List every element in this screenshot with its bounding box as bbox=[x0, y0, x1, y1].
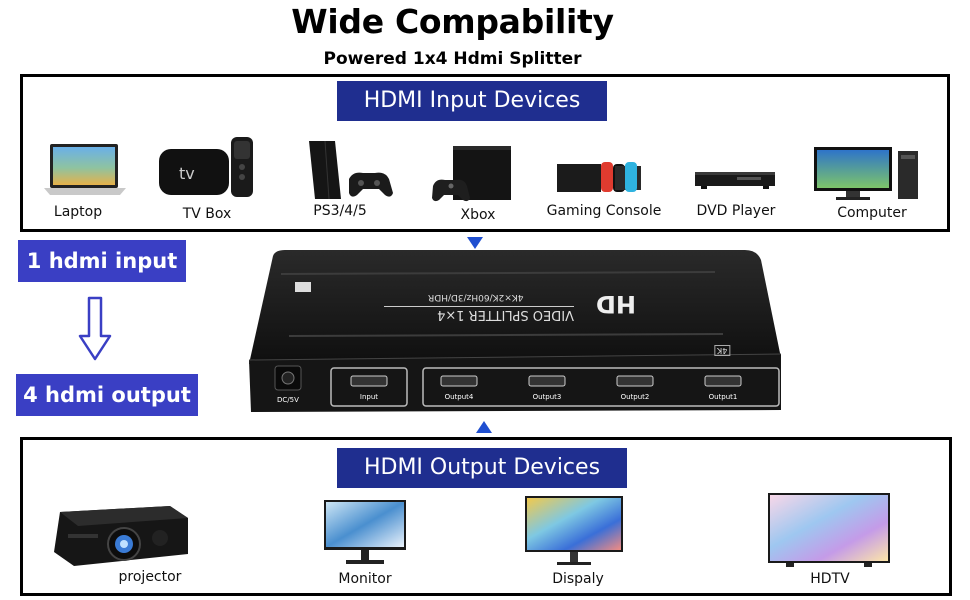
up-arrow-icon bbox=[475, 420, 493, 439]
port-label-input: Input bbox=[359, 393, 379, 401]
playstation-icon bbox=[305, 139, 395, 201]
page-title: Wide Compability bbox=[291, 2, 614, 41]
tv-box-icon: tv bbox=[157, 135, 257, 199]
computer-icon bbox=[812, 145, 922, 201]
power-port-label: DC/5V bbox=[277, 396, 299, 404]
device-label-display: Dispaly bbox=[552, 571, 604, 587]
device-label-gaming-console: Gaming Console bbox=[546, 203, 662, 219]
laptop-icon bbox=[44, 140, 126, 198]
page-subtitle: Powered 1x4 Hdmi Splitter bbox=[323, 49, 582, 69]
input-count-tag: 1 hdmi input bbox=[18, 240, 186, 282]
switch-console-icon bbox=[555, 158, 645, 194]
down-arrow-icon bbox=[466, 236, 484, 255]
port-label-output4: Output4 bbox=[444, 393, 474, 401]
port-label-output2: Output2 bbox=[620, 393, 650, 401]
port-label-output3: Output3 bbox=[532, 393, 562, 401]
hdtv-icon bbox=[766, 491, 892, 569]
device-label-hdtv: HDTV bbox=[810, 571, 850, 587]
monitor-icon bbox=[322, 498, 408, 568]
device-label-monitor: Monitor bbox=[338, 571, 392, 587]
hdmi-splitter-device bbox=[245, 246, 785, 419]
device-label-laptop: Laptop bbox=[53, 204, 103, 220]
device-label-tv-box: TV Box bbox=[182, 206, 232, 222]
splitter-model: VIDEO SPLITTER 1×4 bbox=[384, 306, 574, 322]
display-icon bbox=[523, 494, 625, 568]
svg-text:tv: tv bbox=[179, 164, 195, 183]
input-devices-banner: HDMI Input Devices bbox=[337, 81, 607, 121]
device-label-dvd: DVD Player bbox=[696, 203, 776, 219]
device-label-computer: Computer bbox=[837, 205, 907, 221]
hollow-down-arrow-icon bbox=[78, 296, 112, 367]
output-devices-banner: HDMI Output Devices bbox=[337, 448, 627, 488]
device-label-ps: PS3/4/5 bbox=[313, 203, 367, 219]
dvd-player-icon bbox=[693, 168, 777, 192]
splitter-4k-badge: 4K bbox=[714, 345, 731, 356]
port-label-output1: Output1 bbox=[708, 393, 738, 401]
output-count-tag: 4 hdmi output bbox=[16, 374, 198, 416]
projector-icon bbox=[50, 498, 192, 574]
splitter-brand: HD bbox=[596, 290, 637, 318]
device-label-projector: projector bbox=[118, 569, 182, 585]
splitter-spec: 4K×2K/60Hz/3D/HDR bbox=[428, 292, 524, 302]
xbox-icon bbox=[431, 144, 515, 202]
device-label-xbox: Xbox bbox=[460, 207, 496, 223]
